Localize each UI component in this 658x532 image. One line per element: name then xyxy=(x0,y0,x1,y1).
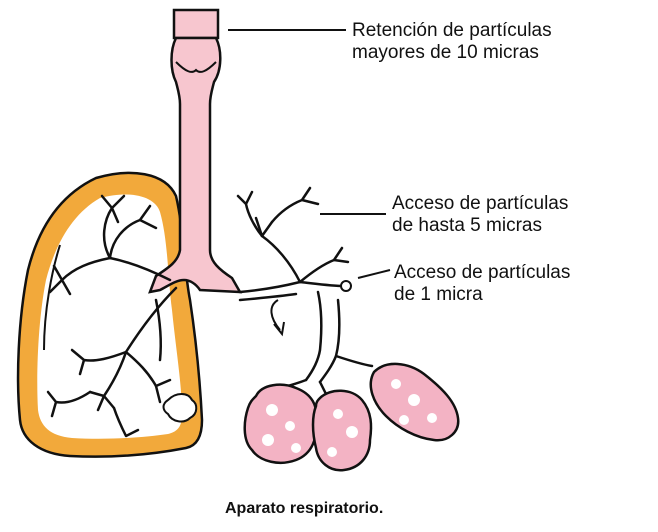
label-retention-line2: mayores de 10 micras xyxy=(352,42,539,64)
right-bronchi xyxy=(238,188,348,300)
bronchiole-dot xyxy=(341,281,351,291)
label-access5-line2: de hasta 5 micras xyxy=(392,215,542,237)
alveolus-sac-2 xyxy=(313,391,371,471)
figure-caption: Aparato respiratorio. xyxy=(225,500,383,518)
label-access5-line1: Acceso de partículas xyxy=(392,193,568,215)
alveoli-sacs xyxy=(245,364,458,470)
label-retention-line1: Retención de partículas xyxy=(352,20,552,42)
label-access1-line2: de 1 micra xyxy=(394,284,483,306)
larynx-box xyxy=(174,10,218,38)
leader-access1 xyxy=(358,270,390,278)
label-access1-line1: Acceso de partículas xyxy=(394,262,570,284)
bronchiole xyxy=(280,292,372,394)
alveolus-sac-1 xyxy=(245,385,317,463)
